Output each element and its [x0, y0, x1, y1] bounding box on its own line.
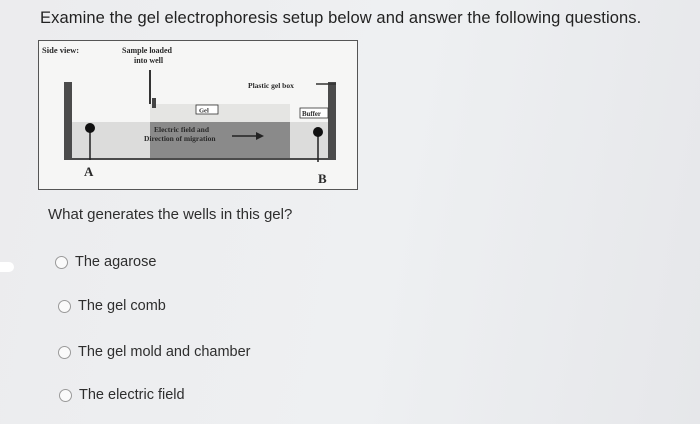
radio-button[interactable] — [58, 299, 71, 313]
option-label: The gel comb — [78, 298, 166, 314]
sample-label-line1: Sample loaded — [122, 46, 173, 55]
option-agarose[interactable]: The agarose — [55, 254, 156, 270]
buffer-right — [290, 122, 328, 158]
instruction-text: Examine the gel electrophoresis setup be… — [40, 9, 642, 27]
option-gel-comb[interactable]: The gel comb — [58, 298, 166, 314]
buffer-label: Buffer — [302, 111, 321, 118]
option-gel-mold[interactable]: The gel mold and chamber — [58, 344, 251, 360]
radio-button[interactable] — [59, 388, 72, 402]
buffer-label-box — [299, 107, 329, 119]
option-electric-field[interactable]: The electric field — [59, 387, 185, 403]
sample-well — [152, 98, 156, 108]
electrophoresis-diagram: Side view: Sample loaded into well Plast… — [38, 40, 358, 190]
electrode-a-label: A — [84, 164, 94, 179]
radio-button[interactable] — [58, 345, 71, 359]
sample-label-line2: into well — [134, 56, 164, 65]
option-label: The electric field — [79, 387, 185, 403]
electrode-a — [85, 123, 95, 133]
electrode-b — [313, 127, 323, 137]
field-label-line1: Electric field and — [154, 125, 210, 134]
gel-label-box — [195, 104, 219, 115]
radio-button[interactable] — [55, 255, 68, 269]
field-arrow-head — [256, 132, 264, 140]
electrophoresis-figure: Side view: Sample loaded into well Plast… — [38, 40, 358, 190]
buffer-left — [72, 122, 150, 158]
gel-slab — [150, 104, 290, 122]
field-label-line2: Direction of migration — [144, 134, 216, 143]
plastic-box-label: Plastic gel box — [248, 81, 294, 90]
option-label: The gel mold and chamber — [78, 344, 251, 360]
side-view-label: Side view: — [42, 45, 79, 55]
gel-label: Gel — [199, 108, 209, 115]
option-label: The agarose — [75, 254, 157, 270]
electrode-b-label: B — [318, 171, 327, 186]
question-prompt: What generates the wells in this gel? — [48, 206, 293, 223]
cursor-highlight — [0, 262, 14, 272]
